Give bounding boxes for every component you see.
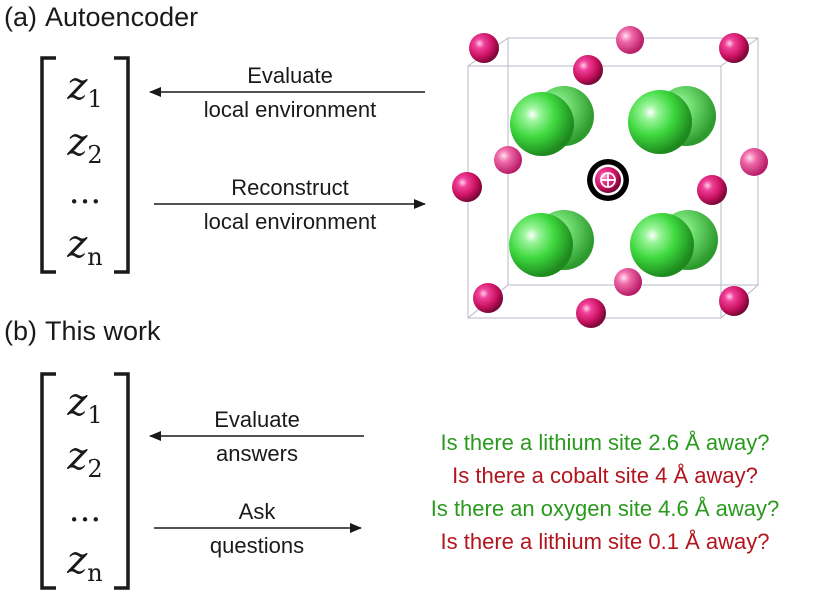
question-list: Is there a lithium site 2.6 Å away? Is t… <box>400 426 810 558</box>
panel-a-heading: (a) Autoencoder <box>4 2 198 33</box>
magenta-atom <box>576 298 606 328</box>
magenta-atom <box>719 33 749 63</box>
panel-b-z1: z1 <box>67 380 103 429</box>
panel-a-z1: z1 <box>67 64 103 113</box>
question-1: Is there a lithium site 2.6 Å away? <box>440 430 770 455</box>
panel-b-ask-label-2: questions <box>209 533 305 558</box>
magenta-atom <box>452 172 482 202</box>
panel-a-title: Autoencoder <box>45 2 199 32</box>
magenta-atom <box>740 148 768 176</box>
panel-a-evaluate-label-2: local environment <box>203 97 377 122</box>
magenta-atom <box>473 283 503 313</box>
green-atom <box>509 213 573 277</box>
panel-b-z2: z2 <box>67 434 103 483</box>
question-3: Is there an oxygen site 4.6 Å away? <box>430 496 780 521</box>
magenta-atom <box>614 268 642 296</box>
question-4: Is there a lithium site 0.1 Å away? <box>440 529 770 554</box>
magenta-atom <box>616 26 644 54</box>
magenta-atom <box>469 33 499 63</box>
green-atom <box>630 213 694 277</box>
panel-b-heading: (b) This work <box>4 316 161 347</box>
panel-b-ellipsis: ... <box>68 490 102 530</box>
magenta-atom <box>573 55 603 85</box>
panel-a-ellipsis: ... <box>68 172 102 212</box>
panel-b-left-bracket <box>40 372 56 590</box>
panel-a-reconstruct-label-2: local environment <box>203 209 377 234</box>
panel-b-zn: zn <box>67 538 103 587</box>
magenta-atom <box>719 286 749 316</box>
panel-a-right-bracket <box>114 56 130 274</box>
panel-b-ask-label: Ask <box>238 499 276 524</box>
green-atom <box>628 90 692 154</box>
panel-a-reconstruct-label: Reconstruct <box>231 175 349 200</box>
panel-b-label: (b) <box>4 316 37 346</box>
central-site-marker <box>587 159 629 201</box>
question-2: Is there a cobalt site 4 Å away? <box>452 463 758 488</box>
panel-b-evaluate-label-2: answers <box>216 441 298 466</box>
magenta-atom <box>494 146 522 174</box>
panel-b-right-bracket <box>114 372 130 590</box>
panel-a-zn: zn <box>67 222 103 271</box>
crystal-structure <box>452 26 768 328</box>
green-atom <box>510 92 574 156</box>
panel-b-evaluate-label: Evaluate <box>214 407 300 432</box>
panel-a-evaluate-label: Evaluate <box>247 63 333 88</box>
panel-a-z2: z2 <box>67 120 103 169</box>
panel-b-title: This work <box>45 316 161 346</box>
panel-a-label: (a) <box>4 2 37 32</box>
magenta-atom <box>697 175 727 205</box>
panel-a-left-bracket <box>40 56 56 274</box>
